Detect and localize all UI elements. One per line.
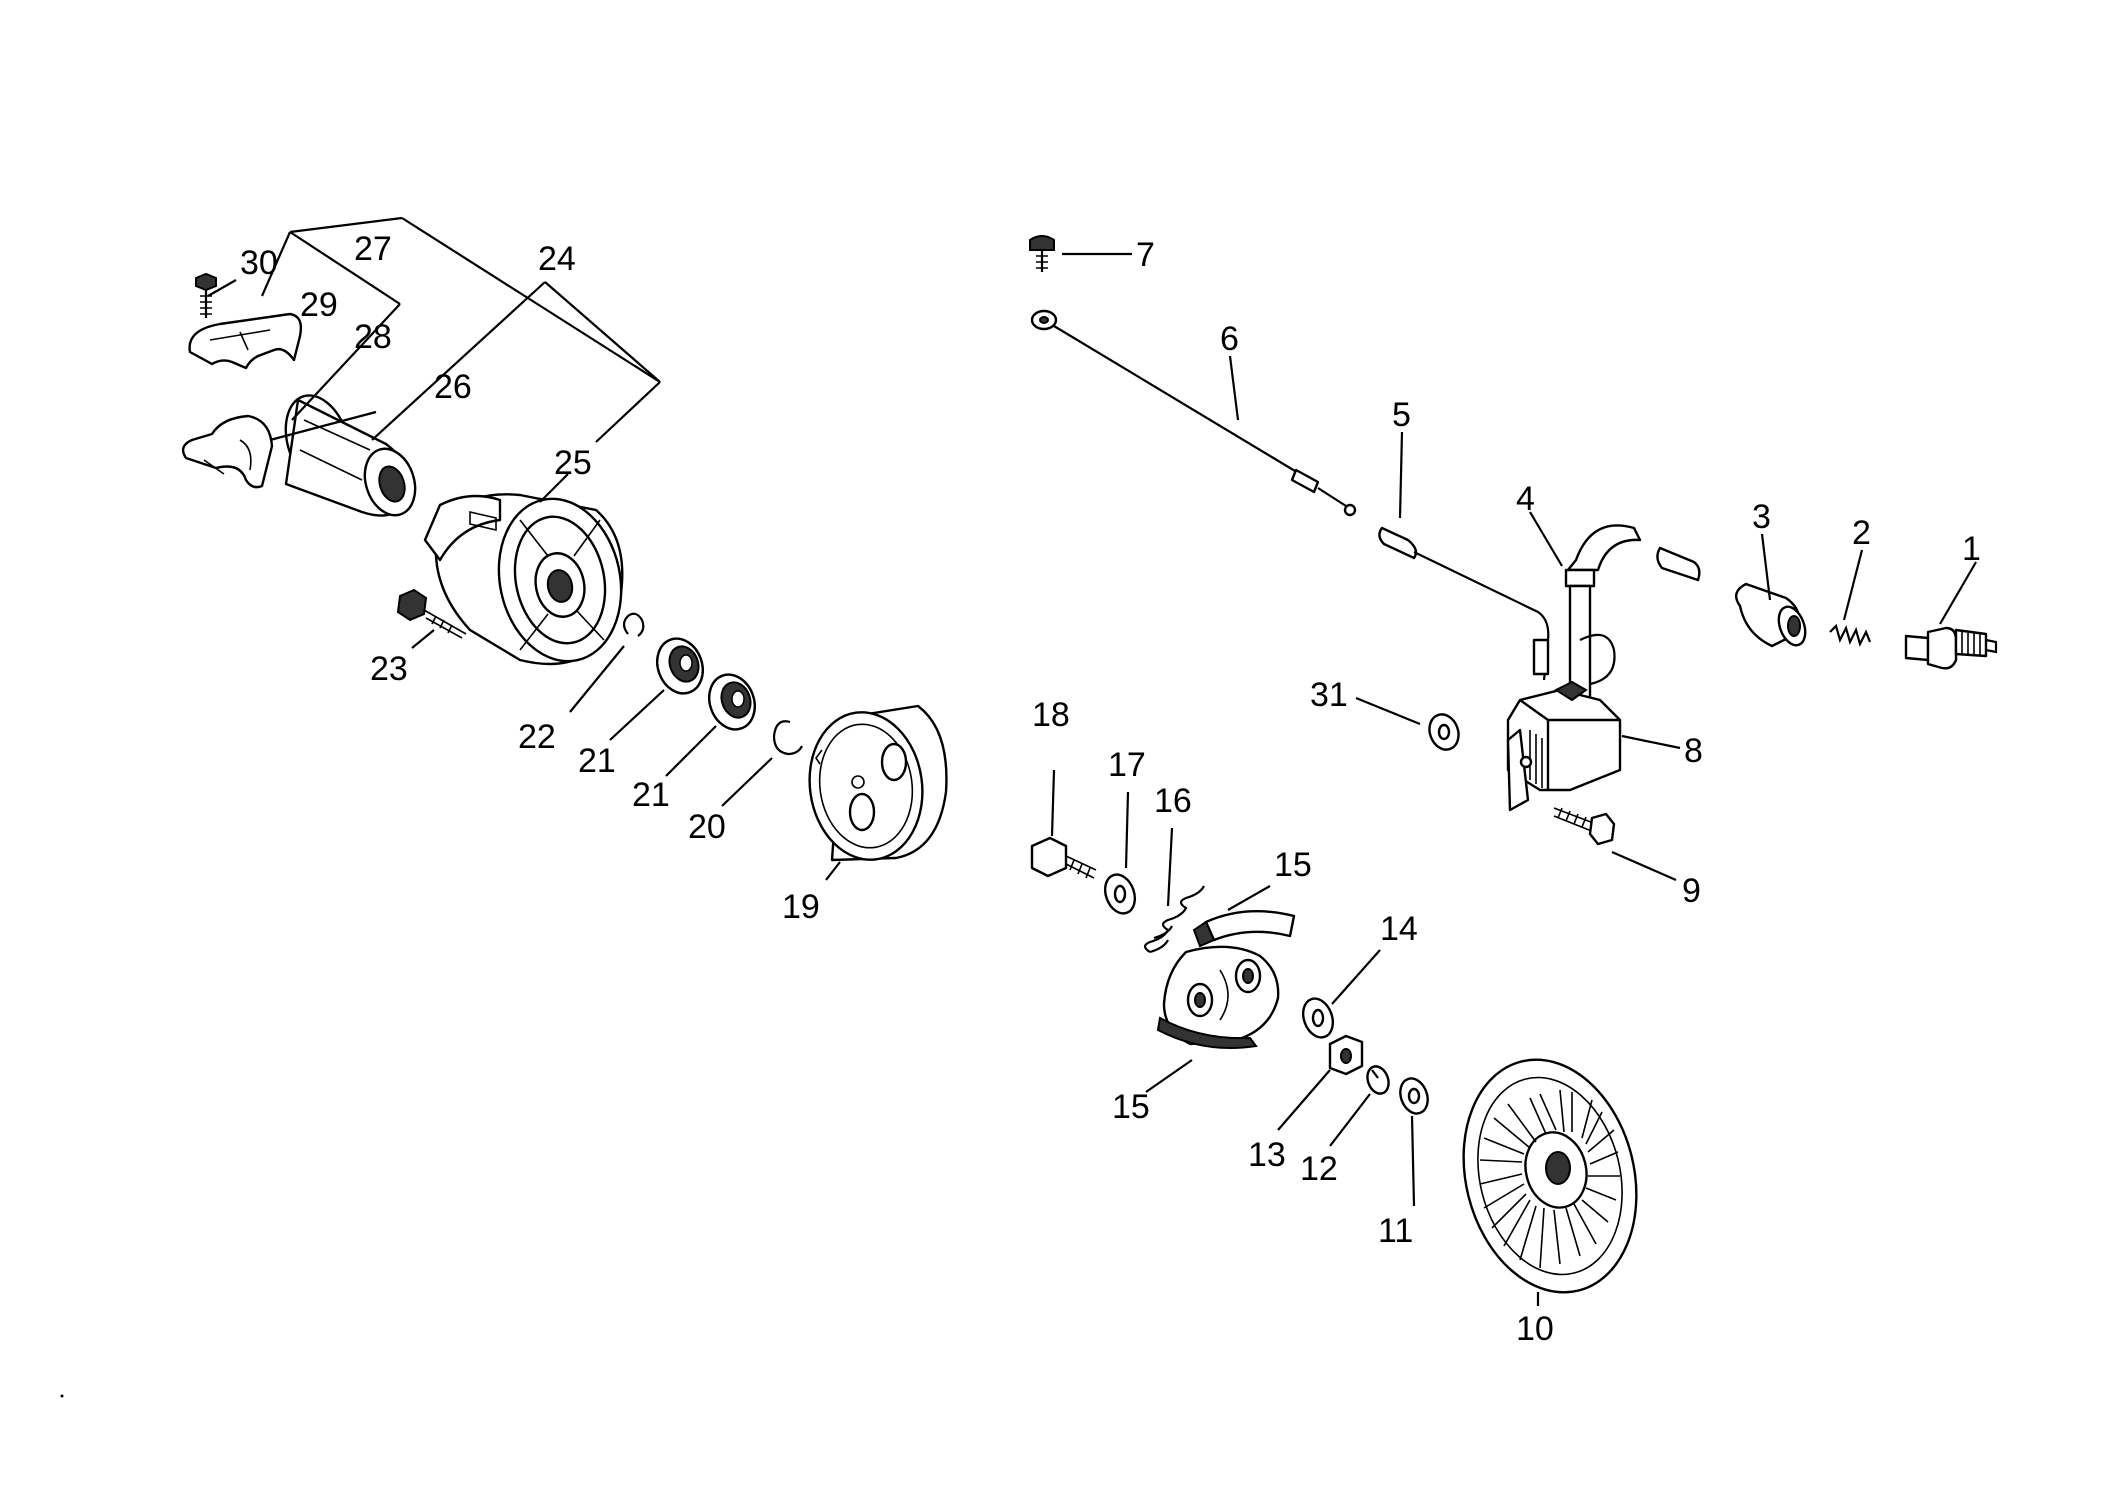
callout-29: 29 (300, 286, 338, 324)
part-12-lock-washer (1366, 1065, 1390, 1095)
callout-9: 9 (1682, 872, 1701, 910)
callout-23: 23 (370, 650, 408, 688)
callout-24: 24 (538, 240, 576, 278)
callout-6: 6 (1220, 320, 1239, 358)
callout-28: 28 (354, 318, 392, 356)
part-5-hi-tension-wire (1378, 526, 1550, 681)
part-22-snap-ring (622, 612, 645, 637)
part-9-bolt (1553, 807, 1616, 846)
callout-2: 2 (1852, 514, 1871, 552)
part-10-flywheel (1462, 1058, 1638, 1294)
part-3-plug-cap (1734, 582, 1807, 648)
callout-15-top: 15 (1274, 846, 1312, 884)
callout-20: 20 (688, 808, 726, 846)
callout-13: 13 (1248, 1136, 1286, 1174)
part-23-bolt (396, 588, 467, 639)
part-7-screw (1029, 235, 1055, 272)
callout-17: 17 (1108, 746, 1146, 784)
callout-7: 7 (1136, 236, 1155, 274)
callout-19: 19 (782, 888, 820, 926)
callout-26: 26 (434, 368, 472, 406)
callout-4: 4 (1516, 480, 1535, 518)
part-16-spring (1143, 885, 1205, 954)
part-4-coil-lead (1564, 524, 1701, 708)
callout-5: 5 (1392, 396, 1411, 434)
part-6-ground-wire (1030, 309, 1357, 517)
callout-30: 30 (240, 244, 278, 282)
part-11-washer (1399, 1077, 1429, 1115)
part-26-shaft-tube (284, 394, 417, 517)
part-28-clamp (181, 414, 274, 489)
callout-14: 14 (1380, 910, 1418, 948)
part-25-clutch-housing (423, 493, 624, 666)
callout-8: 8 (1684, 732, 1703, 770)
callout-25: 25 (554, 444, 592, 482)
part-30-screw (195, 272, 217, 318)
part-15-clutch-shoe-b (1156, 945, 1280, 1049)
callout-11: 11 (1378, 1212, 1413, 1250)
part-1-spark-plug (1904, 626, 1998, 670)
part-2-spring (1829, 623, 1872, 648)
leader-lines (207, 216, 1977, 1306)
callout-10: 10 (1516, 1310, 1554, 1348)
callout-labels: 1 2 3 4 5 6 7 8 9 10 11 12 13 14 15 15 1… (240, 230, 1981, 1348)
callout-21-a: 21 (578, 742, 616, 780)
callout-27: 27 (354, 230, 392, 268)
callout-1: 1 (1962, 530, 1981, 568)
part-20-circlip (772, 720, 803, 756)
callout-22: 22 (518, 718, 556, 756)
part-21-bearing-b (708, 673, 756, 731)
part-29-clamp (188, 312, 303, 370)
part-13-nut (1328, 1034, 1364, 1076)
callout-31: 31 (1310, 676, 1348, 714)
callout-3: 3 (1752, 498, 1771, 536)
part-21-bearing-a (656, 637, 704, 695)
part-14-washer (1301, 997, 1335, 1039)
callout-18: 18 (1032, 696, 1070, 734)
part-19-clutch-drum (808, 704, 948, 862)
callout-21-b: 21 (632, 776, 670, 814)
part-15-clutch-shoe-a (1192, 910, 1296, 948)
part-31-washer (1428, 713, 1460, 751)
part-17-washer (1103, 873, 1137, 915)
part-8-ignition-coil (1506, 680, 1622, 812)
stray-dot (60, 1394, 64, 1398)
callout-12: 12 (1300, 1150, 1338, 1188)
callout-16: 16 (1154, 782, 1192, 820)
part-18-bolt (1030, 836, 1097, 879)
callout-15-bottom: 15 (1112, 1088, 1150, 1126)
